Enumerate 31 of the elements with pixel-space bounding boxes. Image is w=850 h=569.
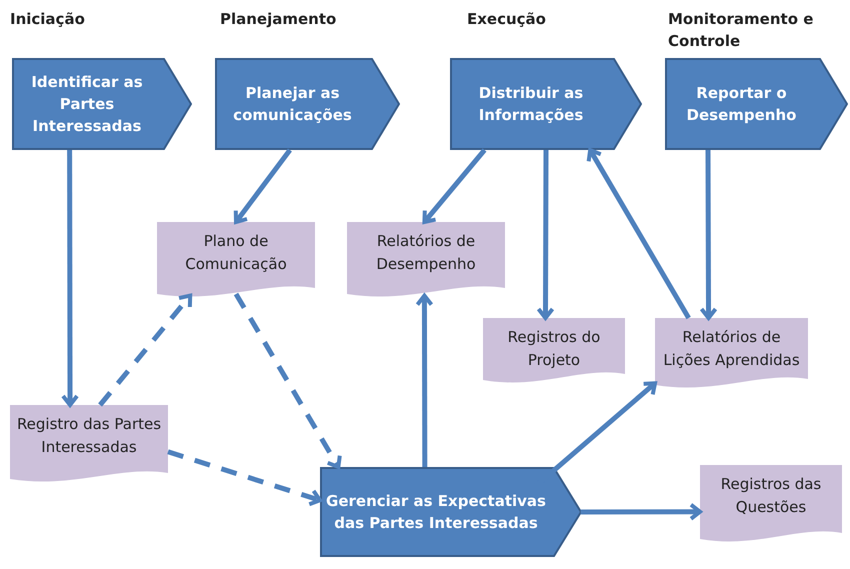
- arrow: [536, 150, 554, 320]
- document-label: Registro das Partes Interessadas: [16, 414, 162, 458]
- arrow: [415, 294, 434, 467]
- phase-heading: Iniciação: [10, 9, 86, 30]
- arrow: [586, 148, 691, 320]
- arrow: [167, 449, 322, 506]
- document-label: Relatórios de Lições Aprendidas: [662, 327, 801, 371]
- process-arrow-box: [450, 58, 642, 150]
- document-label: Registros do Projeto: [506, 327, 602, 371]
- phase-heading: Planejamento: [220, 9, 338, 30]
- process-label: Distribuir as Informações: [478, 83, 584, 126]
- arrow: [580, 502, 702, 521]
- process-label: Gerenciar as Expectativas das Partes Interessadas: [325, 491, 547, 534]
- arrow: [98, 294, 192, 407]
- arrow: [422, 148, 486, 224]
- process-arrow-box: [215, 58, 400, 150]
- arrow: [234, 148, 292, 224]
- document-label: Plano de Comunicação: [184, 231, 288, 275]
- arrow: [700, 150, 718, 320]
- process-arrow-box: [665, 58, 848, 150]
- process-arrow-box: [320, 467, 582, 557]
- document-label: Relatórios de Desempenho: [375, 231, 477, 275]
- document-label: Registros das Questões: [720, 474, 822, 518]
- phase-heading: Monitoramento e Controle: [668, 9, 814, 52]
- process-arrow-box: [12, 58, 192, 150]
- arrow: [234, 292, 342, 469]
- process-label: Reportar o Desempenho: [686, 83, 798, 126]
- phase-heading: Execução: [467, 9, 547, 30]
- process-label: Identificar as Partes Interessadas: [30, 72, 144, 137]
- arrow: [61, 150, 80, 407]
- process-label: Planejar as comunicações: [232, 83, 353, 126]
